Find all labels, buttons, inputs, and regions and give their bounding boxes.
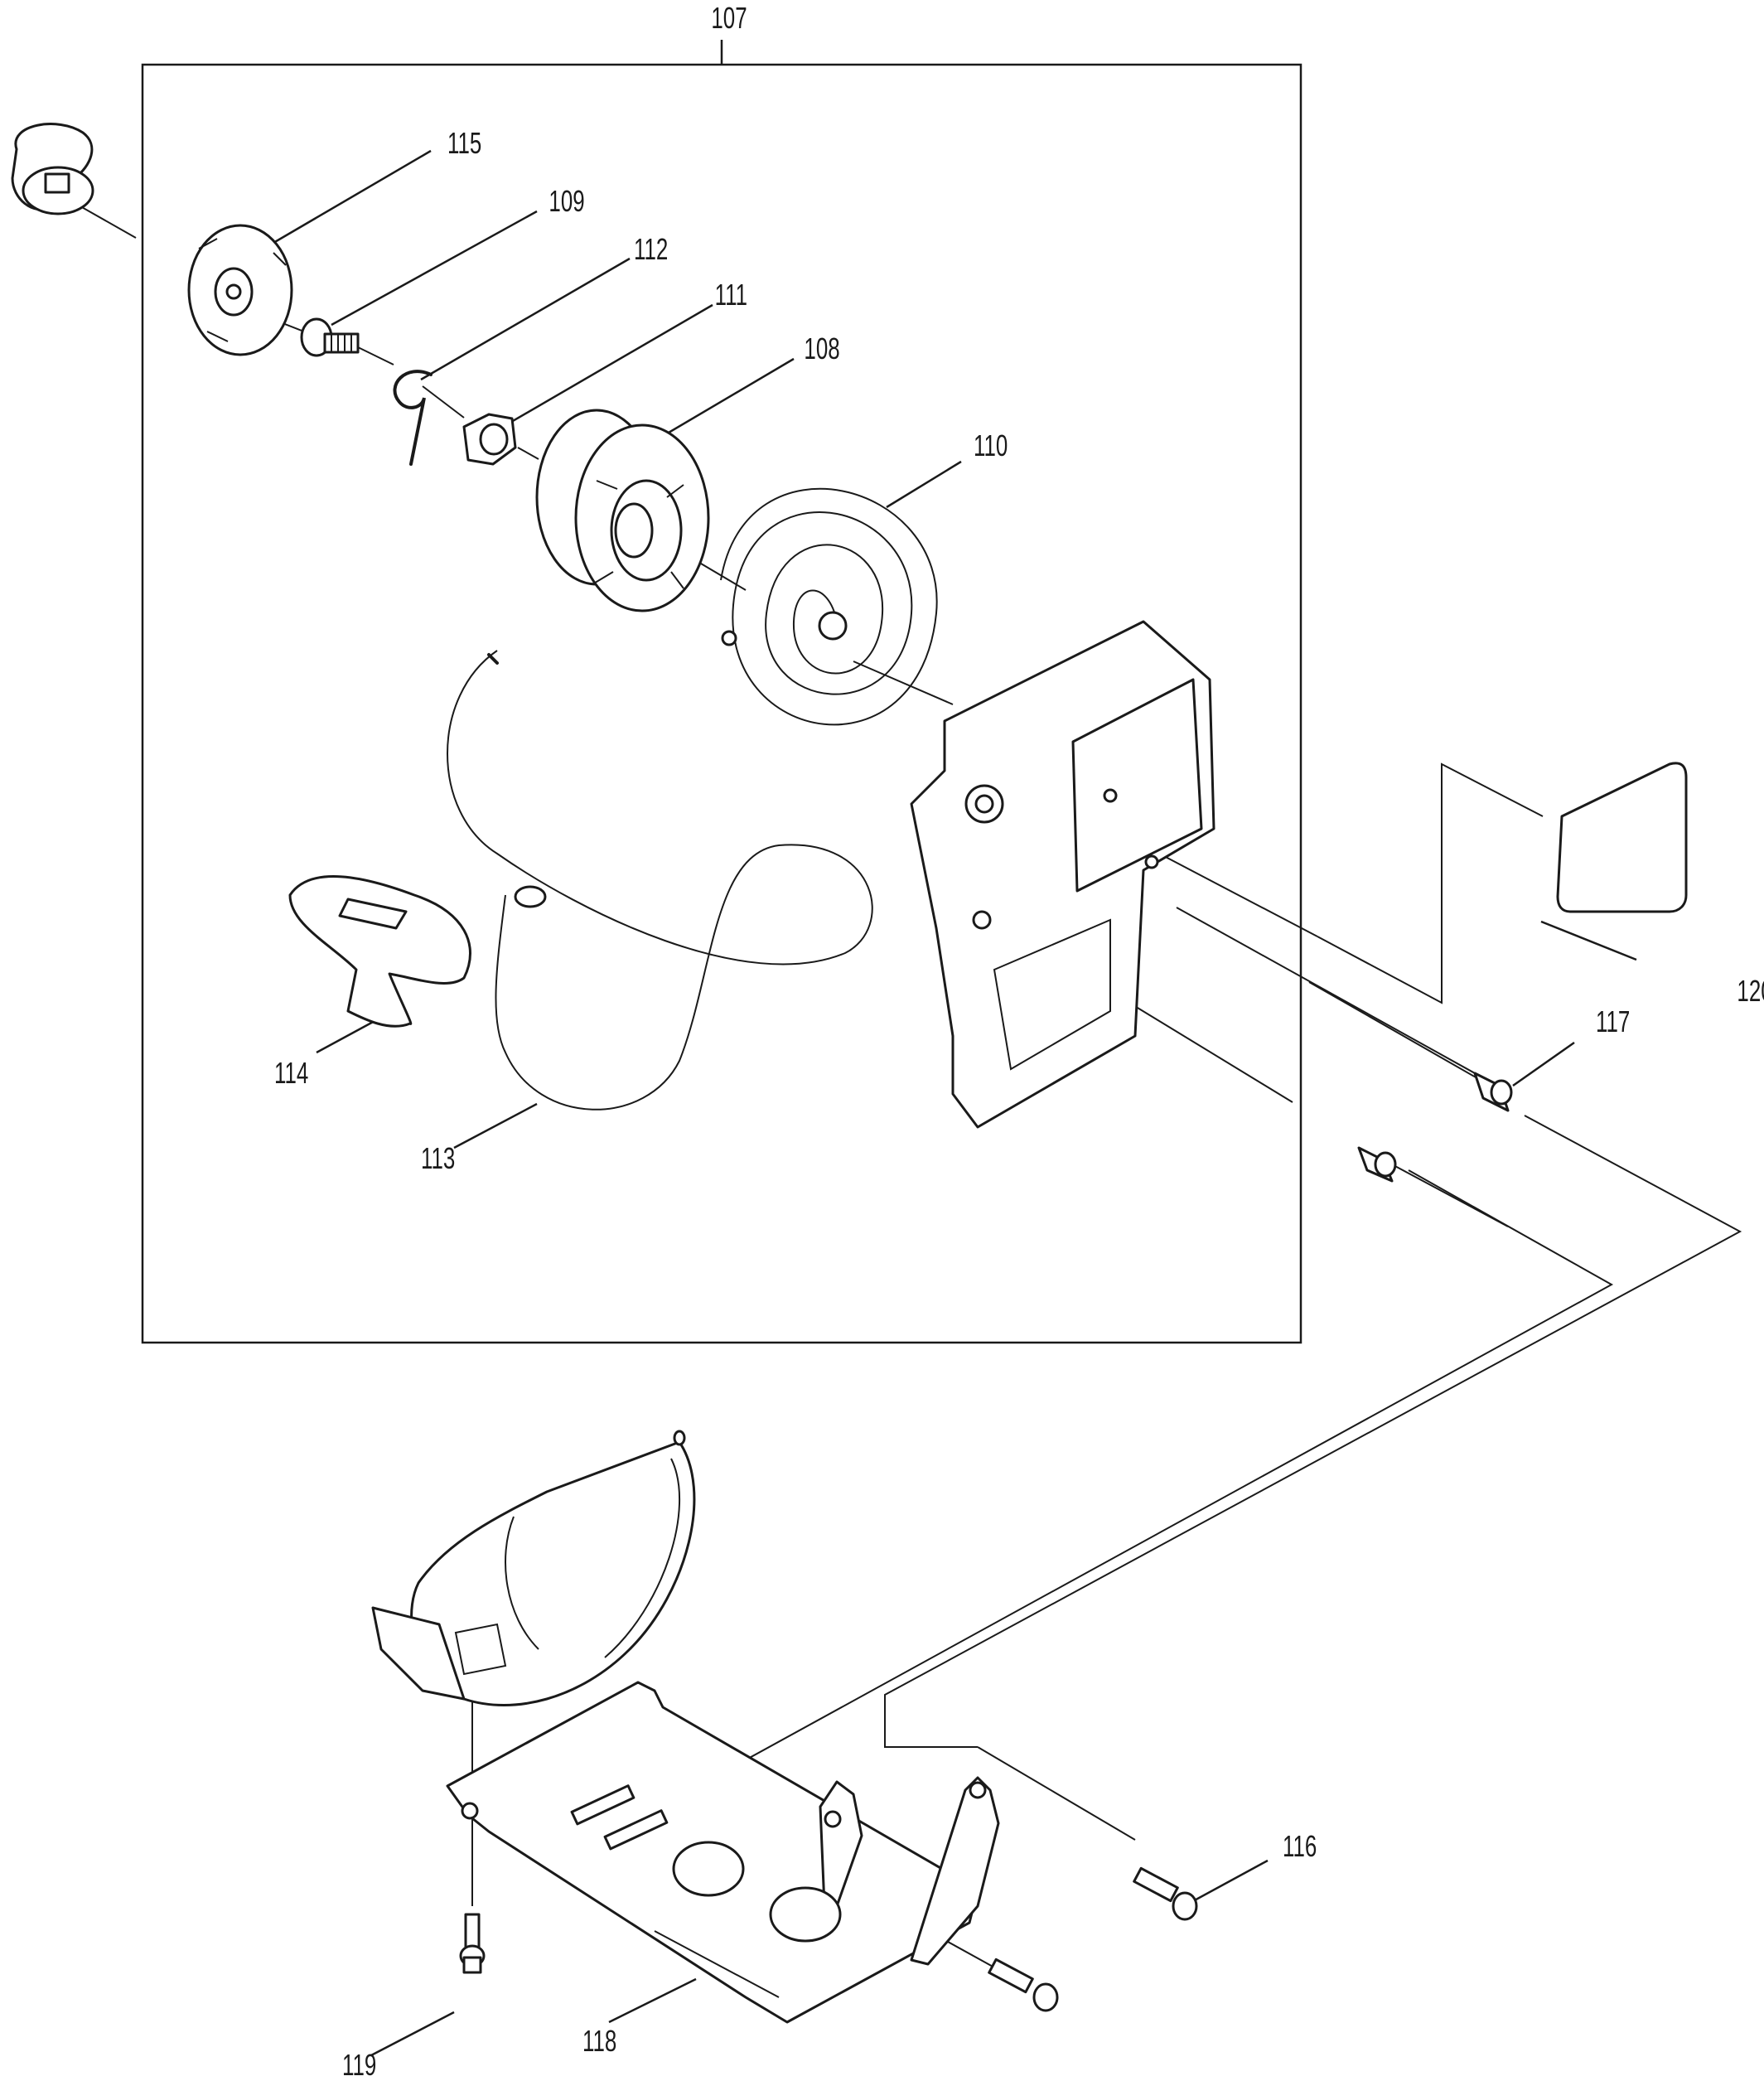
bushing-117-part <box>1357 1072 1513 1183</box>
label-119: 119 <box>342 2049 376 2081</box>
label-118: 118 <box>582 2025 616 2058</box>
label-115: 115 <box>447 127 481 160</box>
ratchet-111-part <box>462 413 517 466</box>
screw-109-part <box>300 317 360 357</box>
rope-113-part <box>447 650 873 1111</box>
clip-112-part <box>393 370 433 466</box>
label-116: 116 <box>1283 1830 1317 1863</box>
label-120: 120 <box>1737 975 1764 1008</box>
pulley-115-part <box>187 224 293 356</box>
starter-housing-part <box>910 620 1215 1129</box>
leader-lines <box>74 202 1742 1977</box>
label-117: 117 <box>1596 1005 1630 1038</box>
part-labels: 107 115 109 112 111 108 110 120 117 114 … <box>274 2 1764 2081</box>
bolt-lower-part <box>988 1958 1059 2012</box>
label-108: 108 <box>804 332 839 365</box>
crankshaft-stub-part <box>11 123 94 215</box>
label-110: 110 <box>974 429 1008 462</box>
label-111: 111 <box>715 278 747 312</box>
label-109: 109 <box>549 185 584 218</box>
label-leaders <box>273 149 1637 2057</box>
assembly-107-frame <box>141 40 1302 1344</box>
label-113: 113 <box>421 1142 455 1175</box>
label-107: 107 <box>711 2 747 35</box>
spring-110-part <box>720 487 938 726</box>
guard-118-part <box>446 1681 1000 2024</box>
label-114: 114 <box>274 1057 308 1090</box>
label-112: 112 <box>634 233 668 266</box>
handle-114-part <box>288 875 471 1028</box>
fan-housing-part <box>371 1430 696 1706</box>
reel-108-part <box>535 409 710 612</box>
bolt-116-part <box>1133 1866 1198 1921</box>
gasket-120-part <box>1556 762 1688 913</box>
bolt-119-part <box>459 1913 486 1974</box>
